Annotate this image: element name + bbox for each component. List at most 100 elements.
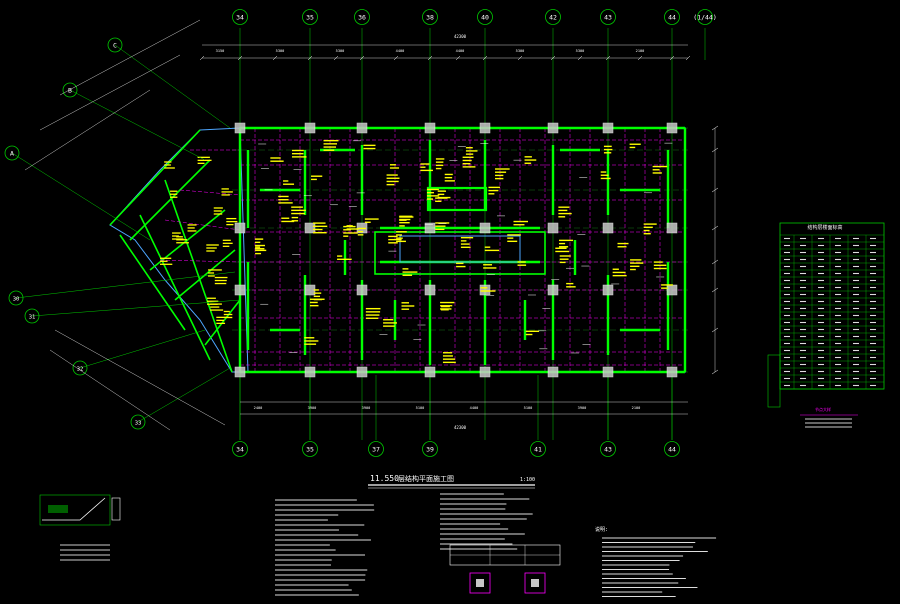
wing-group (109, 127, 249, 373)
column (547, 284, 559, 296)
wing-wall (204, 299, 241, 346)
wing-wall (109, 129, 201, 226)
dimension-tick (711, 125, 719, 131)
column (666, 122, 678, 134)
dimension-text: 2100 (632, 406, 641, 410)
drawing-scale: 1:100 (520, 477, 535, 483)
dimension-tick (711, 187, 719, 193)
dimension-text: 2400 (254, 406, 263, 410)
detail-hatch (48, 505, 68, 513)
dimension-text: 4400 (456, 49, 465, 53)
axis-bubble (232, 441, 248, 457)
dimension-tick (237, 55, 243, 61)
dimension-tick (393, 55, 399, 61)
column (547, 366, 559, 378)
diagonal-dimension (54, 329, 226, 426)
wing-beam (179, 189, 241, 196)
column (304, 284, 316, 296)
core-outline (374, 231, 546, 275)
drawing-elevation: 11.550 (370, 474, 399, 483)
diagonal-dimension (24, 89, 151, 171)
dimension-text: 5100 (416, 406, 425, 410)
top-dimension-total: 42300 (454, 34, 467, 39)
column (479, 284, 491, 296)
schedule-border (779, 222, 885, 390)
dimension-tick (482, 55, 488, 61)
axis-label: 30 (13, 297, 20, 303)
wing-wall (174, 249, 236, 301)
schedule-table (767, 222, 885, 428)
axis-label: 43 (604, 14, 612, 22)
axis-label: 44 (668, 446, 676, 454)
axis-bubble (368, 441, 384, 457)
title-block: 11.550 层结构平面施工图 1:100 (368, 474, 535, 489)
axis-label: 39 (426, 446, 434, 454)
dimension-tick (711, 225, 719, 231)
column (234, 222, 246, 234)
axis-label: C (113, 42, 117, 50)
dimension-tick (550, 55, 556, 61)
column (356, 122, 368, 134)
dimension-tick (669, 55, 675, 61)
column (666, 366, 678, 378)
axis-bubble (664, 9, 680, 25)
axis-label: B (68, 87, 72, 95)
column (479, 366, 491, 378)
diagonal-axis-line (114, 44, 231, 129)
axis-label: 44 (668, 14, 676, 22)
axis-bubble (130, 414, 146, 430)
slab-outline (239, 127, 686, 373)
axis-label: 35 (306, 446, 314, 454)
wing-wall (164, 179, 233, 373)
axis-label: 41 (534, 446, 542, 454)
notes-area (39, 493, 717, 597)
column (666, 222, 678, 234)
left-axis-line (79, 329, 206, 369)
dimension-text: 5300 (516, 49, 525, 53)
axis-bubble (422, 441, 438, 457)
axis-label: 35 (306, 14, 314, 22)
dimension-text: 4400 (470, 406, 479, 410)
detail-side (111, 497, 121, 521)
dimension-text: 3900 (578, 406, 587, 410)
diagonal-dimension (59, 19, 201, 96)
axis-bubble (530, 441, 546, 457)
axis-label: 36 (358, 14, 366, 22)
axis-grid (232, 28, 706, 440)
column (424, 222, 436, 234)
column (234, 122, 246, 134)
column (547, 222, 559, 234)
column (424, 284, 436, 296)
axis-label: 31 (29, 315, 36, 321)
column (234, 284, 246, 296)
column (424, 122, 436, 134)
axis-bubble (664, 441, 680, 457)
detail-frame (39, 494, 111, 526)
core-slab-opening (399, 235, 521, 263)
axis-label: 38 (426, 14, 434, 22)
axis-label: 32 (77, 367, 84, 373)
axis-label: 33 (135, 421, 142, 427)
column (602, 366, 614, 378)
left-axis-line (15, 271, 236, 299)
diagonal-dimension (49, 349, 171, 431)
column (666, 284, 678, 296)
column (602, 122, 614, 134)
schedule-side-tab (767, 354, 781, 408)
diagonal-axis-line (69, 89, 206, 161)
floor-plan (234, 122, 687, 378)
axis-bubble (697, 9, 713, 25)
column (424, 366, 436, 378)
dimension-tick (637, 55, 643, 61)
detail-line (42, 497, 106, 521)
column-detail-box (469, 572, 491, 594)
dimension-tick (685, 55, 691, 61)
left-axis-line (31, 299, 241, 317)
dimension-tick (711, 287, 719, 293)
axis-bubble (4, 145, 20, 161)
axis-label: 34 (236, 14, 244, 22)
dimension-tick (333, 55, 339, 61)
